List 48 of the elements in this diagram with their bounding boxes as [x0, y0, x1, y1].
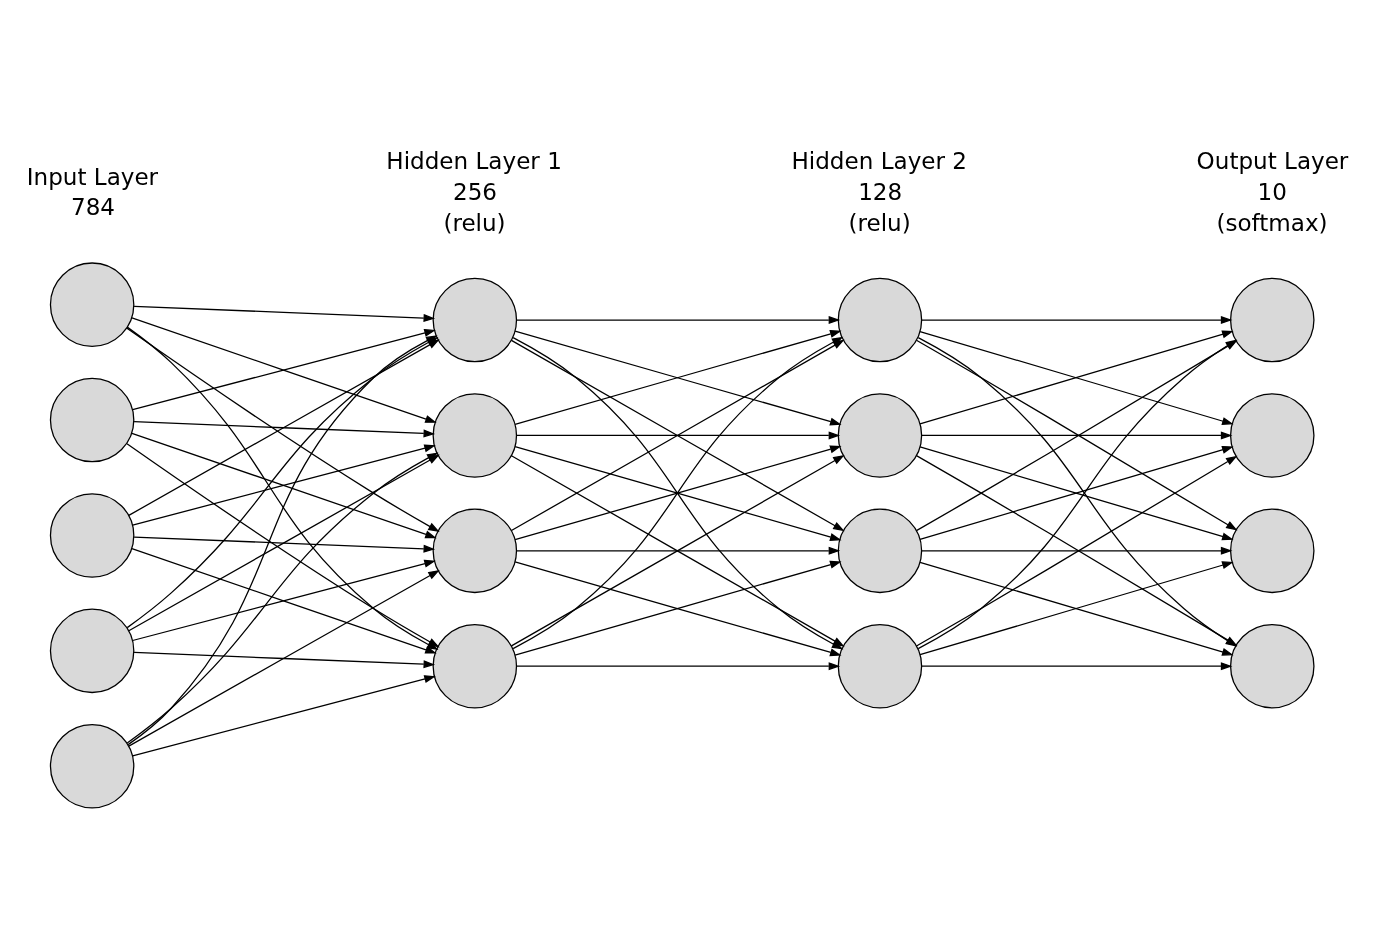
arrow — [919, 330, 1234, 425]
label: 256 — [453, 178, 498, 205]
arrow — [515, 430, 841, 439]
node-circle — [1229, 277, 1315, 362]
arrow — [515, 315, 841, 324]
arrow — [133, 535, 436, 553]
node-circle — [1229, 392, 1315, 478]
arrow — [515, 661, 841, 670]
arrow — [132, 674, 436, 756]
node-circle — [432, 623, 518, 708]
arrow — [915, 339, 1238, 531]
node-circle — [837, 623, 923, 708]
label: Input Layer — [26, 163, 159, 190]
arrow — [133, 651, 436, 668]
label: Hidden Layer 1 — [386, 147, 562, 174]
label: 128 — [858, 178, 903, 205]
node-circle — [49, 377, 135, 462]
node-circle — [1229, 623, 1315, 708]
node-circle — [1229, 508, 1315, 593]
arrow — [132, 443, 436, 526]
node-circle — [432, 392, 518, 478]
arrow — [515, 546, 841, 555]
node-circle — [49, 261, 135, 347]
arrow — [132, 328, 436, 410]
label: (relu) — [443, 209, 506, 236]
label: 784 — [70, 193, 116, 220]
arrow — [919, 445, 1234, 540]
node-circle — [49, 608, 135, 693]
arrow — [132, 559, 436, 641]
node-circle — [49, 492, 135, 578]
node-circle — [49, 723, 135, 808]
node-circle — [837, 277, 923, 362]
label: Output Layer — [1196, 147, 1349, 174]
node-circle — [837, 392, 923, 478]
node-circle — [837, 508, 923, 593]
node-circle — [432, 277, 518, 362]
arrow — [133, 420, 436, 437]
label: Hidden Layer 2 — [791, 147, 967, 174]
arrow — [921, 661, 1233, 670]
label: 10 — [1257, 178, 1287, 205]
arrow — [921, 315, 1233, 324]
arrow — [133, 305, 436, 322]
node-circle — [432, 508, 518, 593]
label: (softmax) — [1216, 209, 1328, 236]
label: (relu) — [848, 209, 911, 236]
arrow — [921, 430, 1233, 439]
arrow — [131, 432, 437, 538]
arrow — [921, 546, 1233, 555]
